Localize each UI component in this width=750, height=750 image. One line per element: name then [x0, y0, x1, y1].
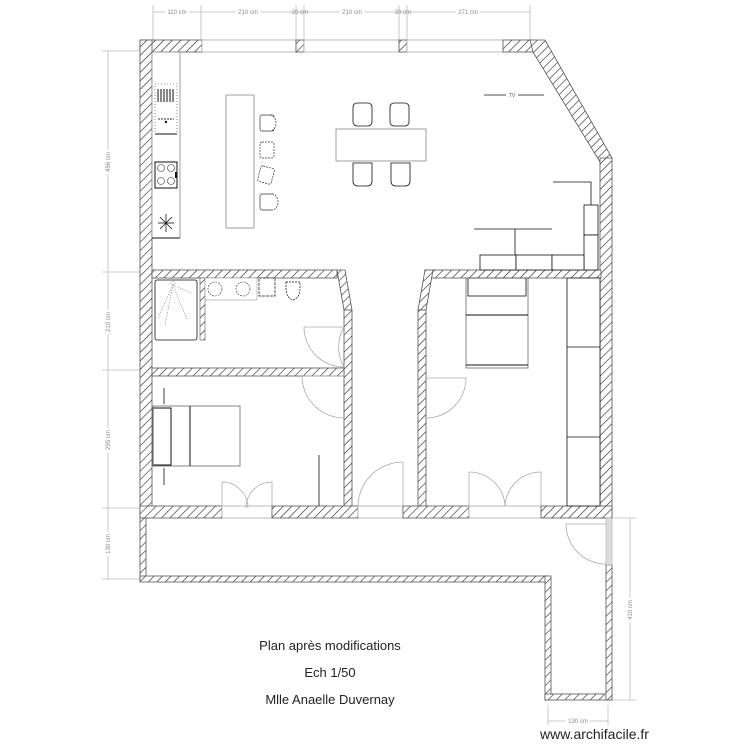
fridge-snowflake-icon — [158, 214, 174, 232]
cabinet — [258, 277, 276, 297]
dimension-top: 110 cm 210 cm 20 cm 210 cm 20 cm 271 cm — [152, 5, 531, 40]
bedroom-2-door — [425, 377, 467, 419]
bar-stools — [257, 114, 279, 211]
dim-bottom-1: 130 cm — [568, 719, 588, 725]
double-sink — [204, 277, 258, 301]
walls — [139, 39, 613, 701]
french-window-2 — [468, 471, 542, 507]
kitchen-counter — [151, 51, 181, 239]
shower-head-icon — [157, 280, 193, 326]
dining-table — [335, 128, 427, 162]
entrance-door — [357, 461, 404, 507]
dim-left-4: 130 cm — [106, 534, 112, 554]
bed-1 — [152, 405, 241, 467]
bed-2 — [465, 277, 529, 369]
living-area: TV — [474, 93, 599, 271]
dimension-bottom: 130 cm — [547, 705, 609, 725]
french-window-1 — [221, 481, 273, 509]
balcony-door — [565, 523, 607, 565]
nightstand — [152, 407, 172, 466]
dimension-left: 456 cm 210 cm 295 cm 130 cm — [102, 50, 140, 580]
dim-top-2: 210 cm — [238, 10, 258, 16]
shower — [154, 279, 198, 341]
toilet-icon — [285, 281, 301, 301]
kitchen-island — [225, 94, 255, 229]
dim-top-1: 110 cm — [167, 10, 186, 16]
bathroom-door — [303, 326, 345, 368]
corridor — [357, 461, 404, 507]
dim-left-1: 456 cm — [106, 152, 112, 172]
dining-area — [335, 102, 427, 187]
window-top-2 — [303, 39, 400, 53]
window-top-1 — [201, 39, 297, 53]
dim-right-1: 410 cm — [628, 600, 634, 620]
bedroom-2 — [425, 277, 601, 507]
plan-owner: Mlle Anaelle Duvernay — [265, 692, 395, 707]
dim-top-5: 20 cm — [395, 10, 411, 16]
dimension-right: 410 cm — [612, 517, 636, 701]
bedroom-1-door — [301, 375, 345, 419]
tv-label: TV — [509, 93, 516, 99]
sink-icon — [154, 83, 178, 135]
dim-left-2: 210 cm — [106, 312, 112, 332]
bathroom — [154, 277, 345, 368]
watermark-link[interactable]: www.archifacile.fr — [540, 726, 649, 742]
dim-top-3: 20 cm — [292, 10, 308, 16]
plan-scale: Ech 1/50 — [304, 665, 356, 680]
dim-left-3: 295 cm — [106, 430, 112, 450]
plan-title: Plan après modifications — [259, 638, 401, 653]
wardrobe — [566, 277, 601, 507]
dim-top-4: 210 cm — [342, 10, 362, 16]
cooktop-icon — [154, 161, 178, 189]
bedroom-1 — [152, 375, 345, 509]
bed-2-headboard — [467, 277, 527, 297]
dim-top-6: 271 cm — [458, 10, 478, 16]
sofa — [474, 181, 599, 271]
dining-chairs — [352, 102, 411, 187]
window-top-3 — [406, 39, 504, 53]
kitchen — [151, 51, 279, 239]
